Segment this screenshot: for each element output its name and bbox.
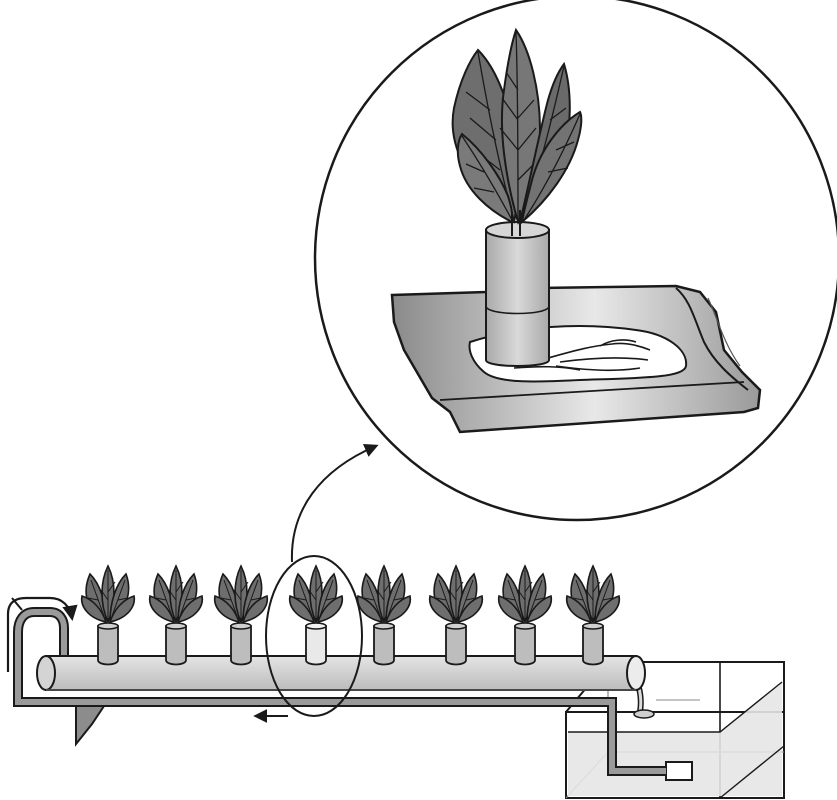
leaf bbox=[593, 594, 621, 624]
leaf bbox=[525, 594, 553, 624]
leaf bbox=[520, 110, 583, 225]
plant bbox=[213, 564, 269, 666]
magnified-detail bbox=[313, 0, 837, 522]
leaf-veins bbox=[363, 570, 405, 620]
plant bbox=[288, 564, 344, 666]
magnified-pot bbox=[485, 221, 550, 367]
return-arrow bbox=[6, 596, 78, 672]
plant-leaves bbox=[356, 564, 412, 624]
plant-leaves bbox=[80, 564, 136, 624]
pot bbox=[445, 622, 467, 666]
pot bbox=[582, 622, 604, 666]
plant bbox=[497, 564, 553, 666]
plant bbox=[148, 564, 204, 666]
leaf bbox=[213, 594, 241, 624]
plant-leaves bbox=[565, 564, 621, 624]
leaf bbox=[176, 594, 204, 624]
leaf bbox=[456, 594, 484, 624]
curved-arrow bbox=[290, 443, 379, 563]
magnified-plant bbox=[451, 27, 583, 236]
leaf bbox=[148, 594, 176, 624]
leaf-veins bbox=[435, 570, 477, 620]
pot bbox=[165, 622, 187, 666]
plant-leaves bbox=[428, 564, 484, 624]
leaf bbox=[384, 594, 412, 624]
grow-pipe bbox=[36, 655, 646, 691]
leaf bbox=[241, 594, 269, 624]
leaf-veins bbox=[220, 570, 262, 620]
roots bbox=[513, 339, 651, 371]
plant-row bbox=[80, 564, 621, 666]
leaf bbox=[316, 594, 344, 624]
highlight-ellipse bbox=[265, 555, 363, 717]
leaf-veins bbox=[504, 570, 546, 620]
leaf bbox=[497, 594, 525, 624]
leaf bbox=[428, 594, 456, 624]
leaf bbox=[288, 594, 316, 624]
pump bbox=[665, 761, 693, 781]
leaf-veins bbox=[155, 570, 197, 620]
leaf-veins bbox=[295, 570, 337, 620]
pot bbox=[514, 622, 536, 666]
leaf bbox=[356, 594, 384, 624]
pot bbox=[230, 622, 252, 666]
leaf-veins bbox=[572, 570, 614, 620]
pot bbox=[97, 622, 119, 666]
magnify-circle bbox=[313, 0, 837, 522]
plant bbox=[80, 564, 136, 666]
leaf bbox=[80, 594, 108, 624]
plant-leaves bbox=[213, 564, 269, 624]
growing-slab bbox=[390, 284, 762, 434]
return-arrow-head-left bbox=[11, 597, 23, 611]
leaf bbox=[108, 594, 136, 624]
pot bbox=[373, 622, 395, 666]
leaf-veins bbox=[87, 570, 129, 620]
plant-leaves bbox=[148, 564, 204, 624]
plant-leaves bbox=[288, 564, 344, 624]
leaf bbox=[565, 594, 593, 624]
pot bbox=[305, 622, 327, 666]
support-stand bbox=[75, 705, 106, 747]
plant bbox=[428, 564, 484, 666]
plant bbox=[356, 564, 412, 666]
leaf bbox=[456, 132, 514, 224]
plant-leaves bbox=[497, 564, 553, 624]
plant bbox=[565, 564, 621, 666]
